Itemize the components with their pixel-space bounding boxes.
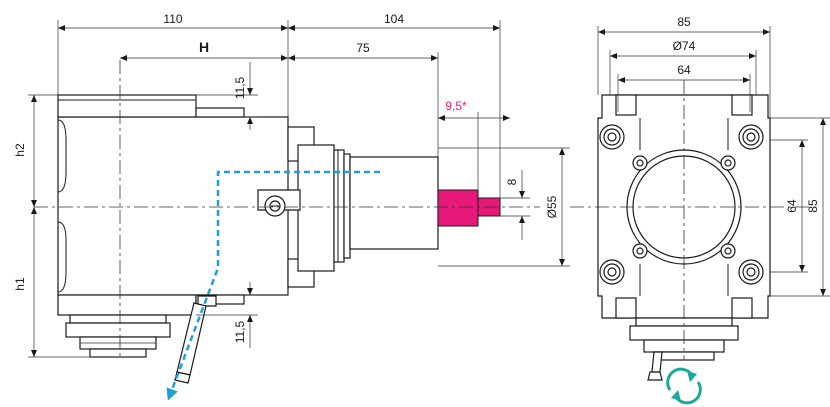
right-neck [297,144,335,272]
corner-bolts [599,124,764,285]
dim-110: 110 [163,12,182,26]
dim-side-dia-74: Ø74 [673,39,696,53]
side-view: 85 Ø74 64 64 85 [570,15,830,405]
dim-side-64-v: 64 [785,199,799,213]
dim-11-5-top: 11,5 [233,76,247,99]
bottom-block [57,294,197,316]
top-lug [195,107,245,118]
base-ring [65,322,171,338]
dim-side-85: 85 [677,15,691,29]
dim-9-5: 9,5* [445,99,467,113]
dim-h1: h1 [13,277,27,291]
spindle-housing [349,156,439,250]
top-block [57,94,197,118]
dim-8: 8 [505,178,519,185]
base-nose [89,348,147,358]
collar-ring [333,149,345,263]
rotation-arrows-icon [666,367,702,405]
tool-body [57,116,289,296]
front-view: 110 104 H 75 11,5 11,5 h2 h1 9, [13,12,570,401]
dim-h: H [199,39,209,55]
dim-75: 75 [356,41,370,55]
dim-104: 104 [384,12,404,26]
dim-dia-55: Ø55 [545,195,559,218]
collar-lip [343,153,351,259]
flange-bolts [632,155,736,259]
dim-11-5-bottom: 11,5 [233,320,247,343]
bottom-lug [195,294,245,305]
base-flange [69,314,167,324]
dim-side-85-v: 85 [806,199,820,213]
coolant-path-dashed-arrow-icon [166,170,380,401]
dim-side-64-h: 64 [677,63,691,77]
dim-h2: h2 [13,143,27,157]
output-shaft [437,189,479,227]
